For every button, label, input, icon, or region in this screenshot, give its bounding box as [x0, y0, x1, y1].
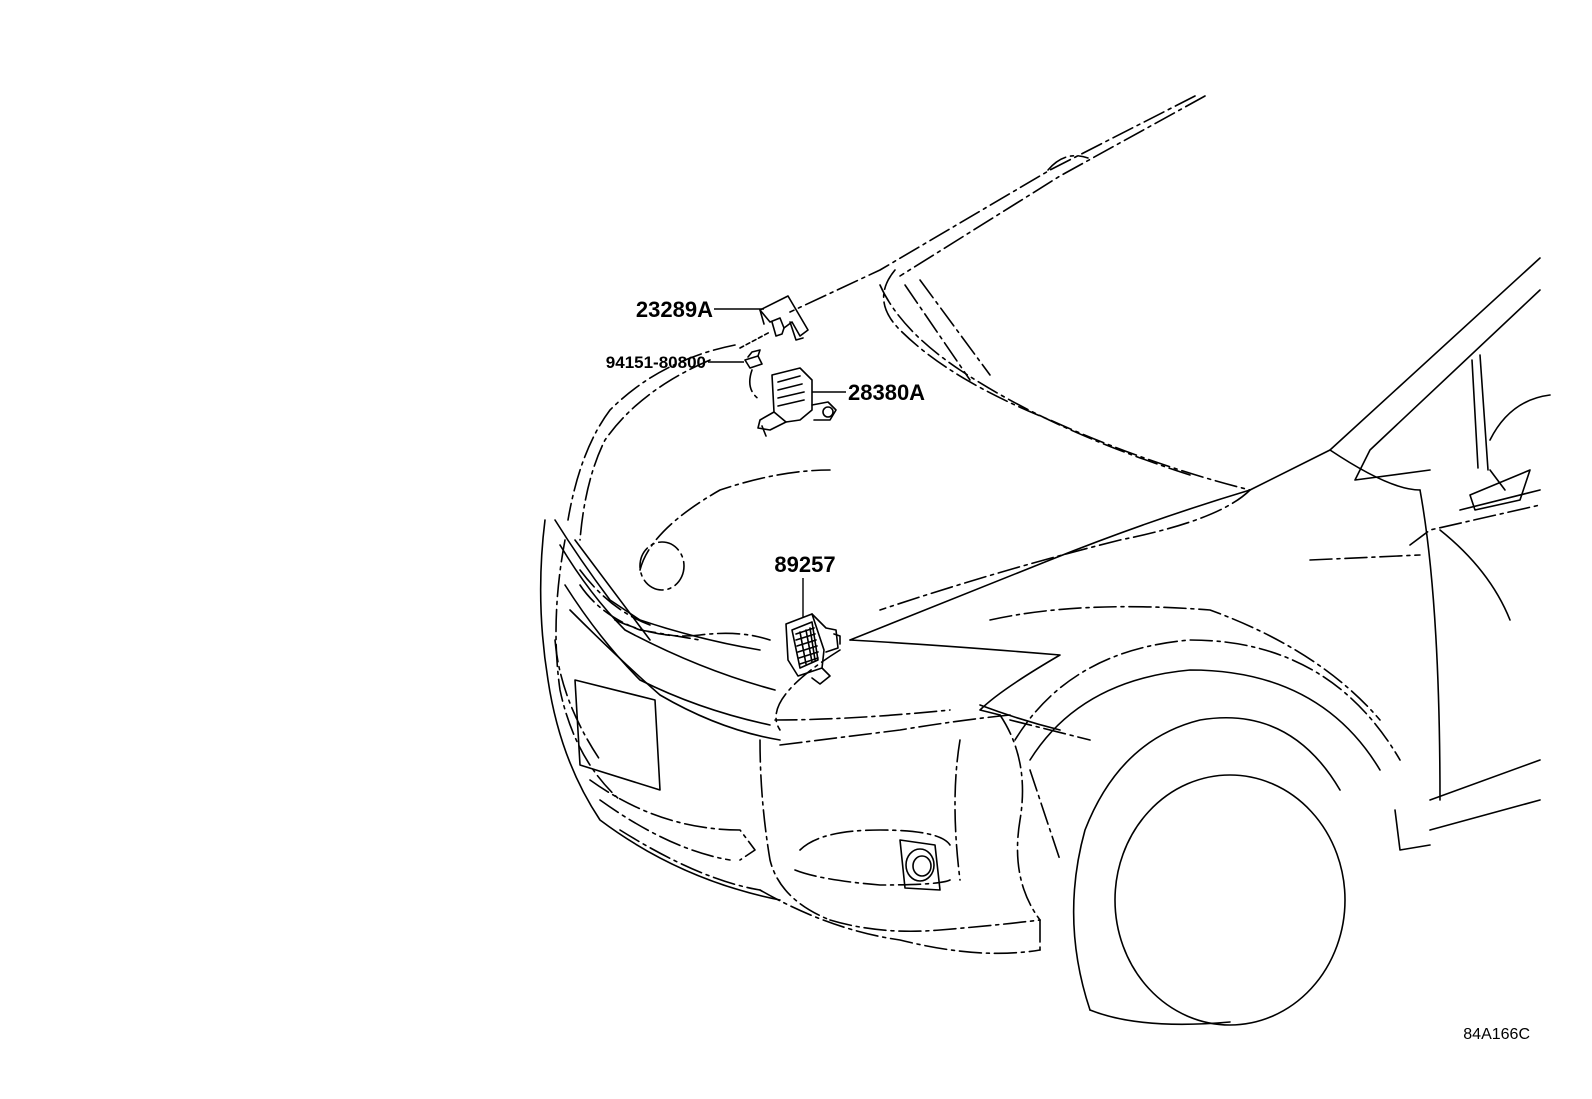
leader-lines [708, 308, 846, 618]
callout-labels: 23289A 94151-80800 28380A 89257 84A166C [606, 297, 1530, 1043]
callout-89257: 89257 [774, 552, 835, 577]
drawing-code: 84A166C [1463, 1026, 1530, 1043]
part-89257-module [785, 613, 841, 685]
part-23289a-cover [759, 295, 809, 341]
vehicle-outline [539, 95, 1551, 1026]
callout-23289a: 23289A [636, 297, 713, 322]
part-94151-80800-nut [739, 331, 771, 401]
part-28380a-bracket [757, 367, 837, 437]
callout-94151-80800: 94151-80800 [606, 353, 706, 372]
callout-28380a: 28380A [848, 380, 925, 405]
